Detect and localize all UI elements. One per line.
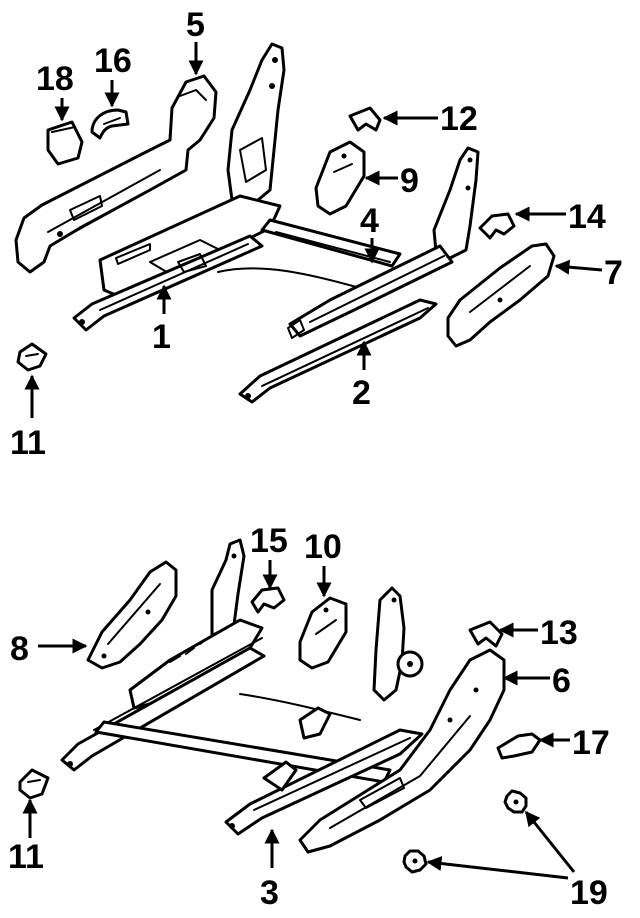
callout-3: 3 [260,874,279,912]
part-17-knob [496,732,542,760]
part-11-clip-lower [18,768,50,800]
part-8-outer-shield [86,560,178,670]
callout-15: 15 [250,522,288,560]
callout-11-lower: 11 [8,838,44,876]
part-13-clip [468,620,504,648]
part-3-seat-frame [60,538,424,836]
callout-18: 18 [36,60,74,98]
part-19-gear-a [503,789,528,814]
callout-19: 19 [570,874,608,912]
callout-8: 8 [10,630,29,668]
part-16-lever-handle [90,108,130,140]
lower-assembly [18,538,542,874]
callout-11-upper: 11 [10,424,46,462]
part-14-clip [478,212,516,240]
part-18-knob [46,120,84,166]
callout-13: 13 [540,614,578,652]
callout-5: 5 [186,6,205,44]
part-7-inner-shield [446,242,556,348]
callout-7: 7 [604,254,623,292]
callout-6: 6 [552,662,571,700]
leader-lines [22,42,603,880]
part-9-recliner-cover [314,140,366,216]
callout-2: 2 [352,374,371,412]
callout-9: 9 [400,162,419,200]
callout-12: 12 [440,100,478,138]
callout-4: 4 [360,202,379,240]
part-5-outer-shield [14,74,218,274]
part-2-right-track [238,146,480,404]
part-10-recliner-cover [298,596,348,670]
callout-numbers: 18 16 5 12 9 4 14 7 1 2 11 15 10 8 13 6 … [8,6,623,912]
part-12-clip [348,106,382,132]
callout-1: 1 [152,318,171,356]
upper-assembly [14,42,556,404]
callout-10: 10 [304,528,342,566]
callout-14: 14 [568,198,606,236]
part-1-left-track [72,42,286,332]
callout-17: 17 [572,724,610,762]
part-19-gear-b [402,849,428,874]
callout-16: 16 [94,42,132,80]
part-11-clip-upper [16,342,48,372]
part-15-clip [250,586,286,614]
